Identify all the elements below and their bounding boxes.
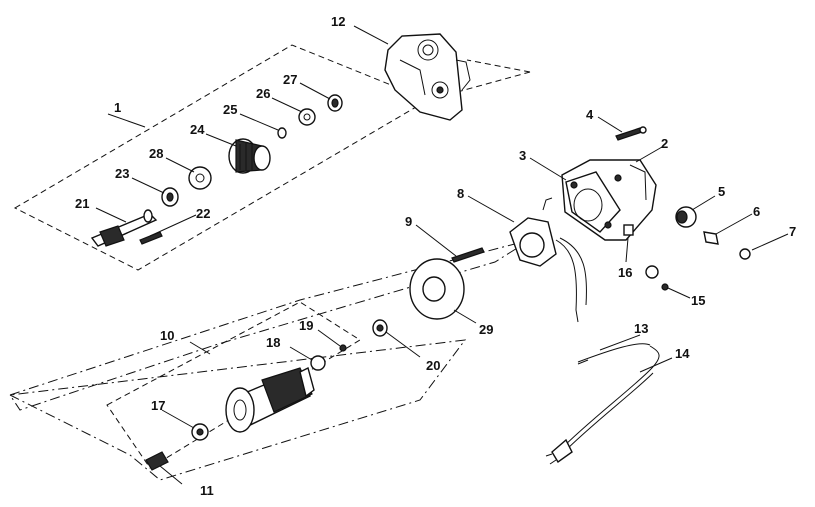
callout-9: 9 xyxy=(405,214,412,229)
brush-6-part xyxy=(703,231,719,245)
ring-19-part xyxy=(339,344,347,352)
callout-7: 7 xyxy=(789,224,796,239)
key-22-part xyxy=(139,231,163,245)
callout-14: 14 xyxy=(675,346,690,361)
shaft-21-part xyxy=(90,209,158,247)
callout-8: 8 xyxy=(457,186,464,201)
washer-18-part xyxy=(310,355,326,371)
callout-2: 2 xyxy=(661,136,668,151)
screw-4-part xyxy=(615,126,647,141)
callout-12: 12 xyxy=(331,14,345,29)
callout-22: 22 xyxy=(196,206,210,221)
motor-housing-part xyxy=(561,159,657,241)
callout-1: 1 xyxy=(114,100,121,115)
gear-assembly-group xyxy=(13,44,531,271)
armature-outer-boundary-lower xyxy=(8,339,467,481)
callout-4: 4 xyxy=(586,107,594,122)
cap-7-part xyxy=(739,248,751,260)
callout-15: 15 xyxy=(691,293,705,308)
armature-part xyxy=(225,366,315,433)
callout-24: 24 xyxy=(190,122,205,137)
armature-inner-boundary xyxy=(106,301,361,469)
bearing-20-part xyxy=(372,319,388,337)
callout-16: 16 xyxy=(618,265,632,280)
spring-15-part xyxy=(645,265,669,291)
screw-9-part xyxy=(451,247,485,263)
brush-holder-16-part xyxy=(623,224,634,236)
callout-3: 3 xyxy=(519,148,526,163)
callout-13: 13 xyxy=(634,321,648,336)
baffle-ring-29-part xyxy=(409,258,465,320)
callout-25: 25 xyxy=(223,102,237,117)
gear-assembly-boundary-return xyxy=(466,59,531,73)
gear-assembly-boundary-extension xyxy=(427,71,531,101)
bearing-23-part xyxy=(161,187,179,207)
callout-20: 20 xyxy=(426,358,440,373)
callout-29: 29 xyxy=(479,322,493,337)
gear-housing-part xyxy=(384,33,471,121)
callout-27: 27 xyxy=(283,72,297,87)
bearing-27-part xyxy=(327,94,343,112)
callout-5: 5 xyxy=(718,184,725,199)
clip-25-part xyxy=(277,127,287,139)
callout-10: 10 xyxy=(160,328,174,343)
callout-labels: 1 2 3 4 5 6 7 8 9 10 11 12 13 14 15 16 1… xyxy=(75,14,796,498)
armature-outer-boundary xyxy=(9,239,531,411)
power-cord-part xyxy=(545,343,660,465)
callout-28: 28 xyxy=(149,146,163,161)
callout-18: 18 xyxy=(266,335,280,350)
callout-6: 6 xyxy=(753,204,760,219)
callout-11: 11 xyxy=(200,483,214,498)
callout-21: 21 xyxy=(75,196,89,211)
callout-19: 19 xyxy=(299,318,313,333)
washer-26-part xyxy=(298,108,316,126)
armature-assembly-group xyxy=(8,239,531,481)
washer-28-part xyxy=(188,166,212,190)
callout-26: 26 xyxy=(256,86,270,101)
brush-cap-5-part xyxy=(675,206,697,228)
field-coil-8-part xyxy=(509,197,587,323)
gear-24-part xyxy=(228,138,271,174)
leader-lines xyxy=(95,25,789,485)
bearing-17-part xyxy=(191,423,209,441)
gear-assembly-boundary xyxy=(13,44,430,271)
callout-23: 23 xyxy=(115,166,129,181)
callout-17: 17 xyxy=(151,398,165,413)
fan-11-part xyxy=(145,451,169,471)
